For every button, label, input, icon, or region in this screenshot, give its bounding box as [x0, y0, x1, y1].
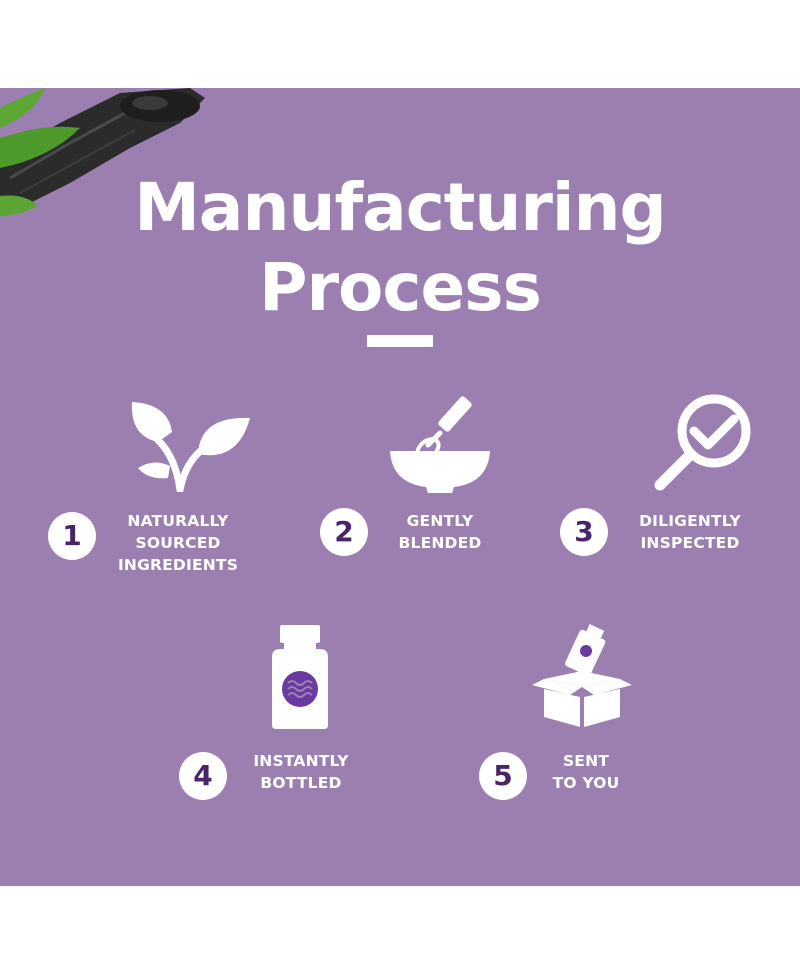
leaves-icon [131, 402, 250, 492]
step-2-label-line-1: GENTLY [406, 512, 474, 530]
step-5-label: SENT TO YOU [538, 750, 634, 794]
whisk-bowl-icon [390, 396, 490, 493]
page-title: Manufacturing Process [0, 168, 800, 328]
step-4-label-line-2: BOTTLED [260, 774, 342, 792]
step-5-number: 5 [479, 752, 527, 800]
step-5-label-line-2: TO YOU [552, 774, 620, 792]
step-3-label-line-1: DILIGENTLY [639, 512, 741, 530]
step-2-number: 2 [320, 508, 368, 556]
title-line-2: Process [259, 249, 542, 326]
bottle-icon [272, 625, 328, 729]
step-1-label-line-3: INGREDIENTS [117, 556, 239, 574]
step-5-label-line-1: SENT [562, 752, 610, 770]
step-1-label: NATURALLY SOURCED INGREDIENTS [108, 510, 248, 576]
step-4-label-line-1: INSTANTLY [253, 752, 349, 770]
step-3-number: 3 [560, 508, 608, 556]
step-4-number: 4 [179, 752, 227, 800]
step-4-label: INSTANTLY BOTTLED [238, 750, 364, 794]
step-2-label-line-2: BLENDED [398, 534, 482, 552]
step-3-label-line-2: INSPECTED [640, 534, 740, 552]
title-divider [367, 335, 433, 347]
step-3-label: DILIGENTLY INSPECTED [624, 510, 756, 554]
step-1-label-line-2: SOURCED [135, 534, 221, 552]
step-2-label: GENTLY BLENDED [380, 510, 500, 554]
box-delivery-icon [532, 624, 632, 727]
charcoal-leaves-decoration [0, 88, 205, 216]
magnifier-check-icon [654, 394, 751, 491]
step-1-label-line-1: NATURALLY [127, 512, 229, 530]
step-1-number: 1 [48, 512, 96, 560]
title-line-1: Manufacturing [134, 169, 667, 246]
infographic-panel: Manufacturing Process [0, 88, 800, 886]
